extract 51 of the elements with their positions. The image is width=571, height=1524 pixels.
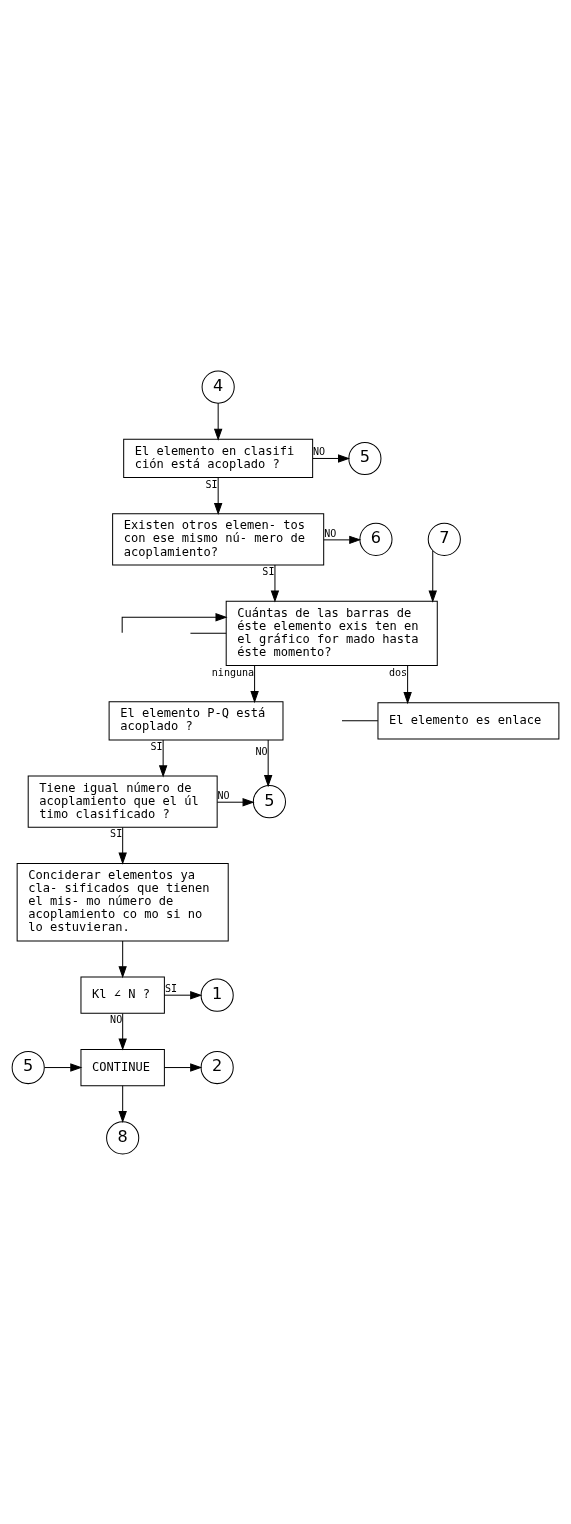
node-circle: 5	[11, 1050, 45, 1084]
edge-label: NO	[324, 527, 337, 539]
node-box: Existen otros elemen- tos con ese mismo nú- mero de acoplamiento?	[112, 512, 325, 565]
edge-label: SI	[164, 982, 178, 994]
node-circle: 1	[200, 978, 234, 1012]
node-box: Tiene igual número de acoplamiento que el úl timo clasificado ?	[27, 775, 218, 828]
arrow	[263, 738, 273, 787]
node-circle: 8	[106, 1120, 140, 1154]
edge-label: SI	[110, 827, 123, 839]
arrow	[213, 402, 223, 441]
connector	[189, 632, 227, 634]
arrow	[216, 797, 255, 806]
arrow	[250, 664, 259, 703]
node-circle: 7	[427, 522, 461, 556]
arrow	[118, 826, 127, 865]
arrow	[118, 940, 127, 978]
edge-label: dos	[388, 666, 408, 678]
node-circle: 5	[252, 784, 286, 818]
arrow	[163, 990, 203, 999]
node-box: El elemento P-Q está acoplado ?	[108, 700, 284, 740]
connector	[341, 719, 379, 721]
edge-label: NO	[255, 745, 268, 757]
arrow	[312, 453, 351, 463]
arrow	[403, 664, 412, 704]
node-box: El elemento en clasifi ción está acoplado ?	[123, 438, 314, 478]
arrow	[44, 1062, 83, 1072]
edge-label: SI	[205, 478, 218, 490]
edge-label: NO	[217, 789, 230, 801]
edge-label: NO	[313, 445, 326, 457]
node-box: Cuántas de las barras de éste elemento exis ten en el gráfico for mado hasta éste momento?	[225, 600, 438, 666]
node-circle: 2	[200, 1050, 234, 1084]
arrow	[270, 564, 280, 602]
arrow	[163, 1062, 203, 1072]
arrow	[213, 476, 223, 515]
arrow	[118, 1012, 127, 1051]
node-box: CONTINUE	[80, 1048, 165, 1086]
arrow	[428, 549, 437, 603]
node-circle: 6	[359, 522, 393, 556]
edge-label: SI	[150, 740, 163, 752]
arrow	[323, 535, 362, 544]
node-box: El elemento es enlace	[377, 701, 560, 739]
node-circle: 5	[348, 441, 382, 475]
edge-label: NO	[110, 1013, 123, 1025]
arrow	[121, 612, 228, 633]
arrow	[158, 738, 168, 777]
edge-label: SI	[262, 565, 275, 577]
node-box: Conciderar elementos ya cla- sificados que tienen el mis- mo número de acoplamiento co mo si no lo estuvieran.	[16, 862, 229, 941]
node-box: Kl ∠ N ?	[80, 976, 165, 1014]
edge-label: ninguna	[211, 666, 255, 678]
node-circle: 4	[201, 370, 235, 404]
arrow	[118, 1084, 127, 1123]
